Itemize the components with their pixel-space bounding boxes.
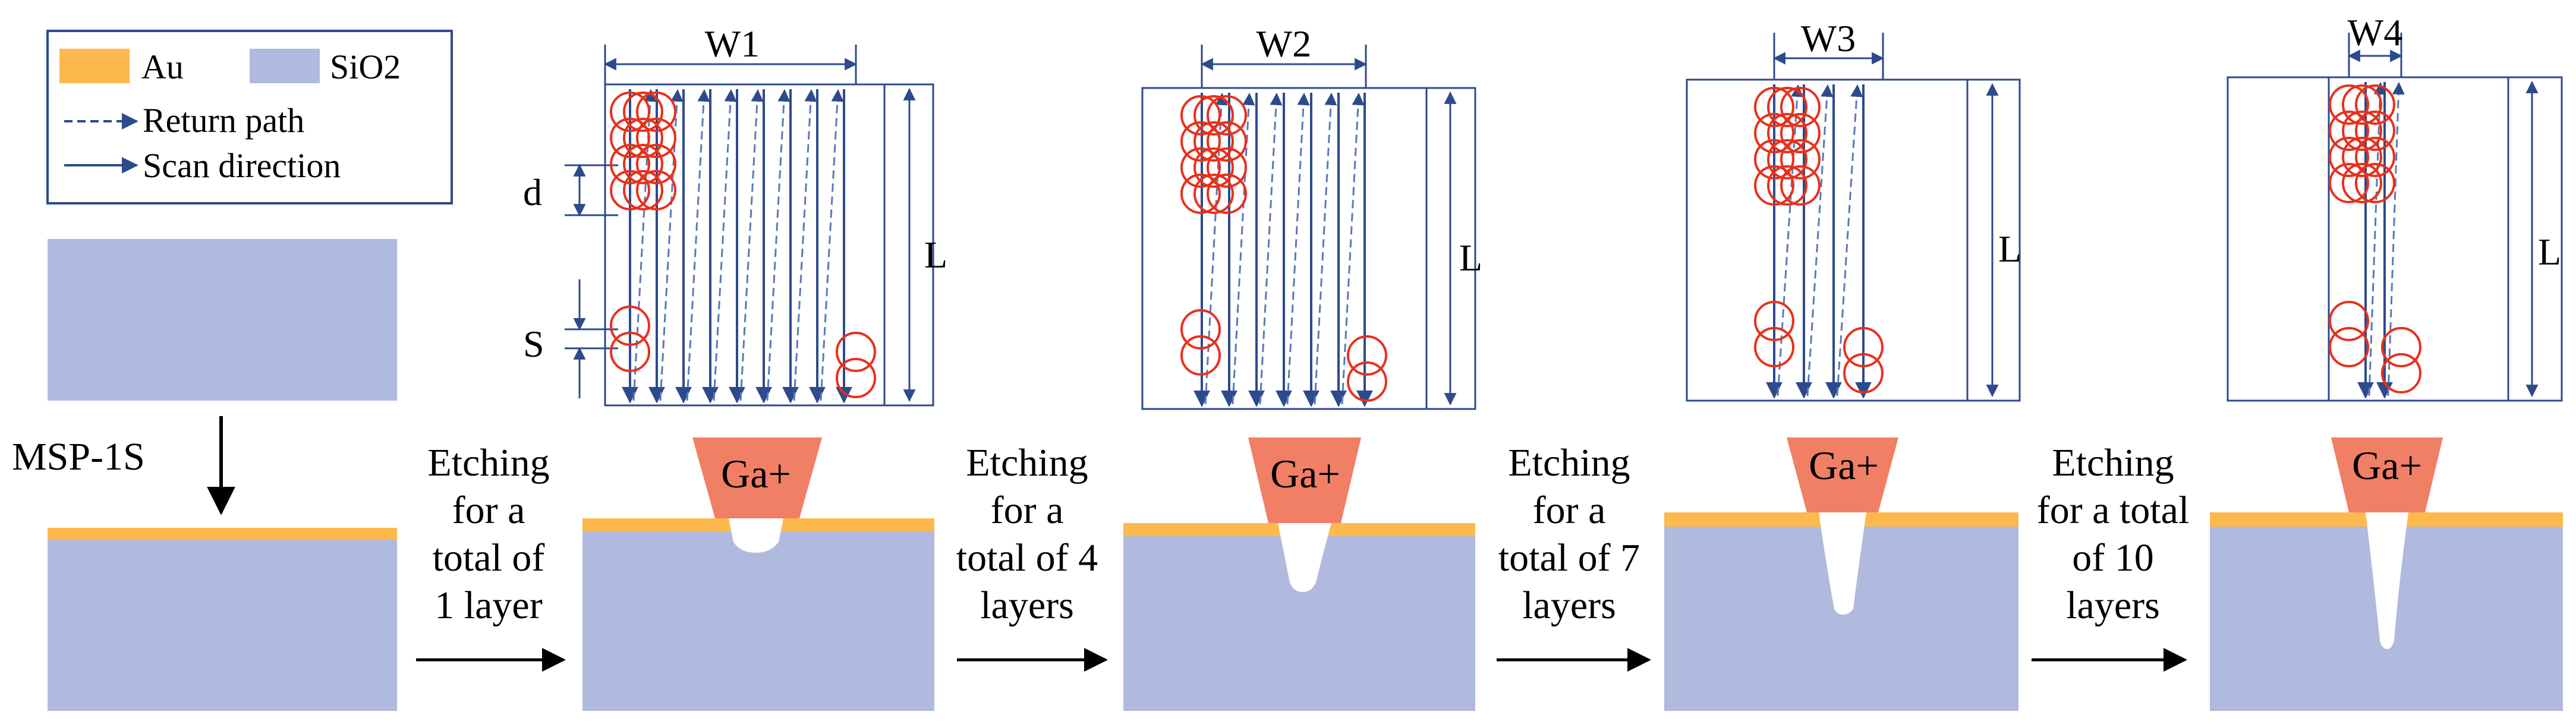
step-4-line-4: layers [2066, 584, 2160, 627]
cross-section-2: Ga+ [1123, 437, 1475, 711]
step-1-line-3: total of [433, 536, 545, 580]
l-label-4: L [2538, 231, 2561, 273]
step-4-line-2: for a total [2037, 489, 2190, 532]
step-2-line-3: total of 4 [956, 536, 1098, 580]
step-3-line-2: for a [1533, 489, 1606, 532]
scan-lines-4 [2357, 81, 2405, 399]
ga-ion-label-3: Ga+ [1809, 443, 1879, 488]
w3-label: W3 [1801, 17, 1856, 59]
scan-panel-1: W1 L [603, 23, 947, 407]
cross-section-3: Ga+ [1664, 437, 2018, 711]
w4-label: W4 [2348, 11, 2402, 53]
beam-spots-3 [1754, 87, 1884, 394]
etched-trench-3 [1819, 512, 1866, 615]
legend-return-path-label: Return path [143, 101, 304, 140]
scan-area-frame-2 [1141, 87, 1476, 410]
step-4: Etching for a total of 10 layers [2032, 441, 2190, 672]
scan-panel-2: W2 L [1141, 23, 1482, 410]
legend-au-swatch [59, 49, 130, 83]
w2-label: W2 [1256, 23, 1311, 65]
initial-state: MSP-1S [12, 239, 397, 711]
step-2: Etching for a total of 4 layers [956, 441, 1108, 672]
step-2-line-2: for a [991, 489, 1064, 532]
step-1-line-1: Etching [427, 441, 549, 484]
initial-sio2-block [48, 239, 397, 401]
ga-ion-beam-3 [1787, 437, 1898, 512]
sio2-substrate-1 [582, 529, 934, 711]
etched-trench-4 [2366, 512, 2408, 649]
step-4-line-3: of 10 [2072, 536, 2153, 580]
scan-area-frame-1 [604, 83, 934, 407]
scan-panel-4: W4 L [2227, 11, 2563, 402]
s-label: S [523, 323, 544, 365]
dimension-labels: d S [523, 163, 618, 398]
legend-frame [46, 30, 453, 204]
step-4-line-1: Etching [2052, 441, 2174, 484]
step-3-line-3: total of 7 [1498, 536, 1640, 580]
beam-spots-4 [2329, 84, 2421, 394]
scan-lines-3 [1766, 84, 1872, 399]
beam-spots-2 [1180, 95, 1387, 402]
ga-ion-label-4: Ga+ [2352, 443, 2422, 488]
scan-area-frame-4 [2227, 76, 2563, 402]
step-1: Etching for a total of 1 layer [416, 441, 566, 672]
ga-ion-beam-4 [2331, 437, 2443, 512]
etched-trench-1 [729, 518, 783, 553]
l-label-3: L [1998, 228, 2021, 270]
initial-sio2-substrate [48, 537, 397, 711]
legend-sio2-swatch [250, 49, 320, 83]
legend-au-label: Au [141, 48, 184, 86]
beam-spots-1 [610, 92, 876, 398]
initial-au-layer [48, 528, 397, 540]
etched-trench-2 [1278, 523, 1331, 592]
ga-ion-beam-2 [1248, 437, 1361, 523]
cross-section-1: Ga+ [582, 437, 934, 711]
legend-sio2-label: SiO2 [330, 48, 401, 86]
step-1-line-4: 1 layer [434, 584, 542, 627]
ga-ion-label-1: Ga+ [721, 451, 791, 496]
step-2-line-4: layers [980, 584, 1074, 627]
scan-lines-1 [622, 89, 852, 404]
ga-ion-label-2: Ga+ [1270, 451, 1340, 496]
step-1-line-2: for a [452, 489, 525, 532]
l-label-1: L [924, 234, 947, 276]
scan-panel-3: W3 L [1686, 17, 2021, 402]
l-label-2: L [1459, 237, 1482, 279]
step-3-line-1: Etching [1508, 441, 1630, 484]
scan-area-frame-3 [1686, 78, 2021, 402]
process-label: MSP-1S [12, 435, 145, 479]
legend-scan-direction-label: Scan direction [143, 146, 341, 185]
w1-label: W1 [705, 23, 760, 65]
step-2-line-1: Etching [966, 441, 1088, 484]
ga-ion-beam-1 [692, 437, 822, 518]
legend: Au SiO2 Return path Scan direction [46, 30, 453, 204]
step-3: Etching for a total of 7 layers [1497, 441, 1651, 672]
scan-lines-2 [1193, 92, 1373, 407]
step-3-line-4: layers [1522, 584, 1616, 627]
cross-section-4: Ga+ [2210, 437, 2563, 711]
d-label: d [523, 171, 542, 213]
